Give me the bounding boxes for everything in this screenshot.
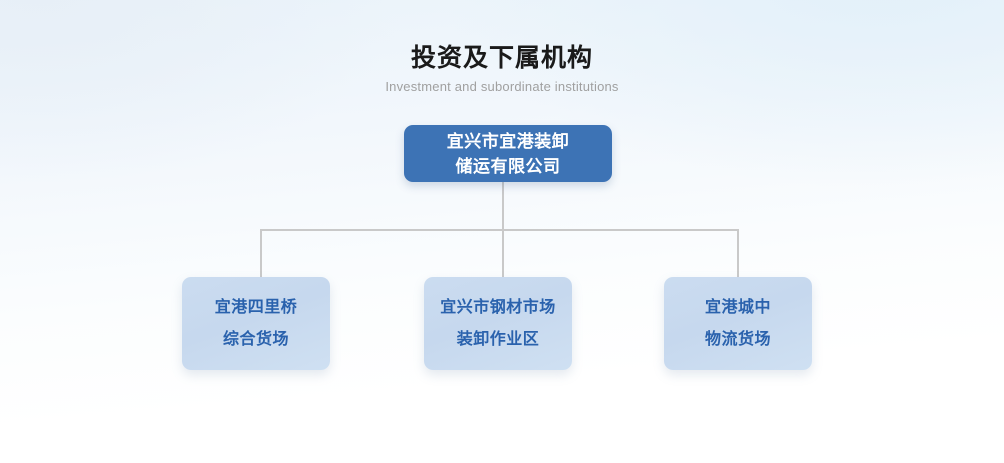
org-node-child-1-line-2: 综合货场 [222, 330, 289, 348]
org-node-child-2-line-1: 宜兴市钢材市场 [440, 298, 556, 316]
connector-trunk-vertical [502, 181, 504, 230]
org-node-child-1-line-1: 宜港四里桥 [214, 298, 298, 316]
org-node-child-3-line-1: 宜港城中 [704, 298, 771, 316]
connector-horizontal-bus [260, 229, 739, 231]
connector-drop-child-2 [502, 229, 504, 278]
page-subtitle: Investment and subordinate institutions [385, 79, 619, 94]
org-node-root-line-1: 宜兴市宜港装卸 [446, 131, 570, 151]
org-node-child-3[interactable]: 宜港城中 物流货场 [664, 277, 812, 370]
org-node-child-3-line-2: 物流货场 [704, 330, 771, 348]
org-node-root-line-2: 储运有限公司 [455, 156, 561, 176]
org-node-child-2[interactable]: 宜兴市钢材市场 装卸作业区 [424, 277, 572, 370]
connector-drop-child-1 [260, 229, 262, 278]
org-node-child-2-line-2: 装卸作业区 [456, 330, 540, 348]
page-title: 投资及下属机构 [410, 44, 593, 72]
org-node-child-1[interactable]: 宜港四里桥 综合货场 [182, 277, 330, 370]
org-node-root[interactable]: 宜兴市宜港装卸 储运有限公司 [404, 125, 612, 182]
connector-drop-child-3 [737, 229, 739, 278]
chart-header: 投资及下属机构 Investment and subordinate insti… [0, 42, 1004, 95]
